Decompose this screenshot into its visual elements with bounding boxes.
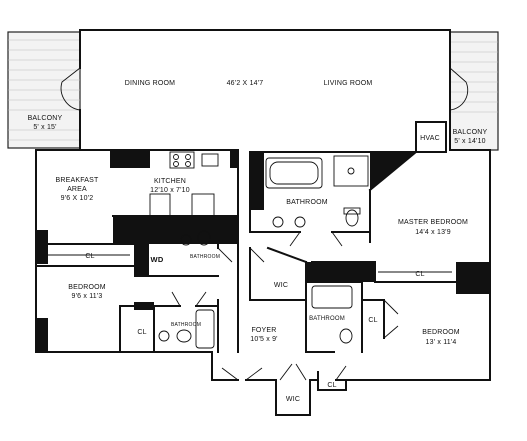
master-closet-label: CL [415, 271, 424, 278]
balcony-left-dims: 5' x 15' [33, 124, 56, 131]
balcony-right-dims: 5' x 14'10 [454, 138, 486, 145]
solid-wall-blocks [36, 150, 490, 352]
hall-closet-label: CL [85, 253, 94, 260]
dining-room-label: DINING ROOM [125, 80, 175, 87]
door-swings [60, 67, 469, 381]
wic-lower-label: WIC [286, 396, 300, 403]
room-labels: DINING ROOM 46'2 X 14'7 LIVING ROOM BALC… [28, 80, 488, 403]
master-bedroom-dims: 14'4 x 13'9 [415, 229, 451, 236]
balcony-left-area [7, 31, 81, 149]
bedroom-left-label: BEDROOM [68, 284, 106, 291]
left-bathroom-label: BATHROOM [171, 322, 201, 328]
bedroom-right-dims: 13' x 11'4 [425, 339, 456, 346]
hvac-label: HVAC [420, 135, 440, 142]
foyer-label: FOYER [251, 327, 276, 334]
master-bedroom-label: MASTER BEDROOM [398, 219, 468, 226]
wic-upper-label: WIC [274, 282, 288, 289]
right-closet-label: CL [368, 317, 377, 324]
balcony-left-label: BALCONY [28, 115, 63, 122]
kitchen-label: KITCHEN [154, 178, 186, 185]
breakfast-area-label-1: BREAKFAST [55, 177, 99, 184]
master-bathroom-label: BATHROOM [286, 199, 328, 206]
kitchen-dims: 12'10 x 7'10 [150, 187, 190, 194]
bedroom-left-dims: 9'6 x 11'3 [71, 293, 102, 300]
small-bathroom-label: BATHROOM [190, 254, 220, 260]
lower-closet-label: CL [327, 382, 336, 389]
great-room-dims: 46'2 X 14'7 [227, 80, 264, 87]
center-bathroom-label: BATHROOM [309, 316, 345, 322]
fixtures [48, 151, 452, 349]
bedroom-right-label: BEDROOM [422, 329, 460, 336]
breakfast-area-label-2: AREA [67, 186, 87, 193]
breakfast-area-dims: 9'6 X 10'2 [61, 195, 94, 202]
balcony-right-label: BALCONY [453, 129, 488, 136]
living-room-label: LIVING ROOM [324, 80, 373, 87]
foyer-dims: 10'5 x 9' [250, 336, 277, 343]
washer-dryer-label: WD [151, 255, 164, 264]
left-closet-label: CL [137, 329, 146, 336]
